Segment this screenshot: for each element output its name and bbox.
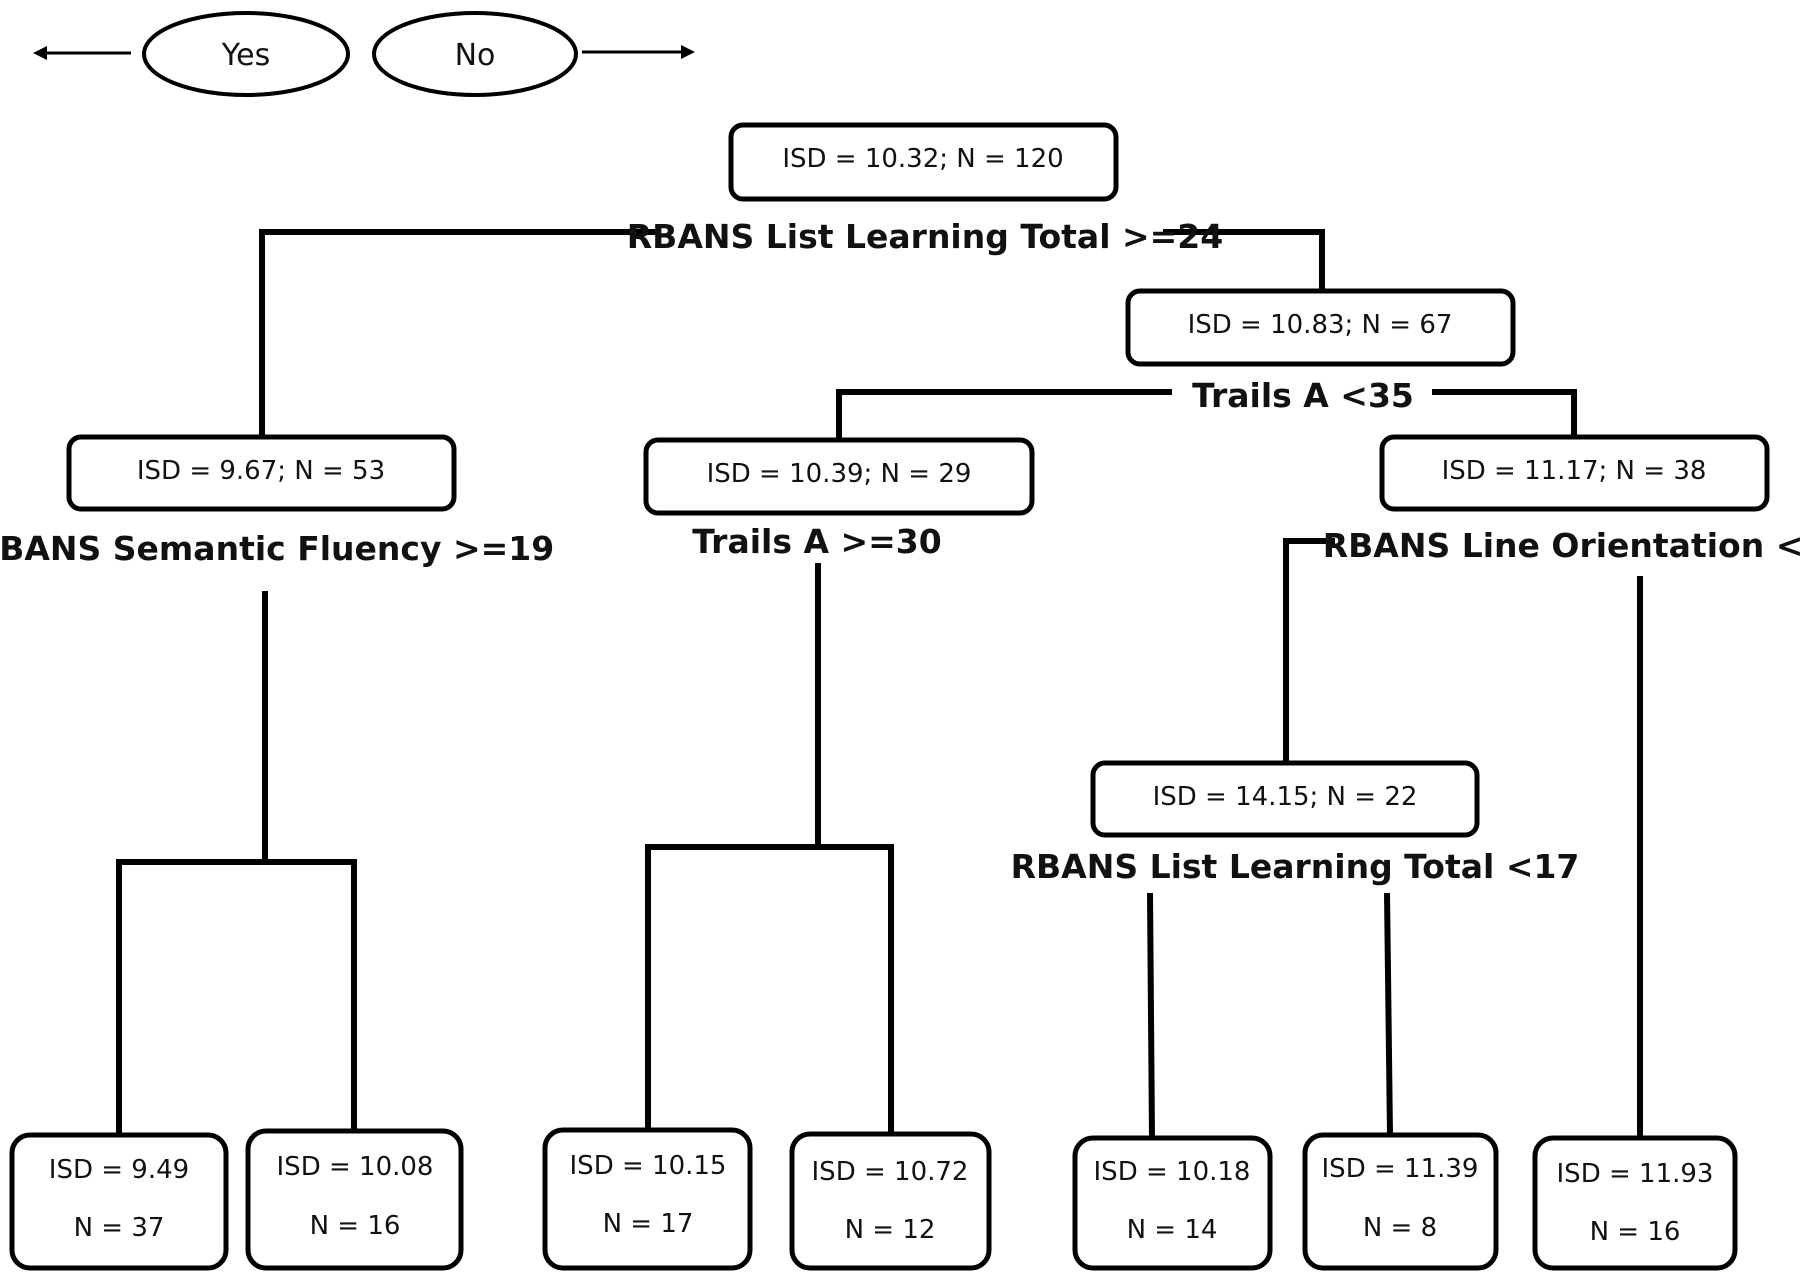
node-right-label: ISD = 10.83; N = 67: [1188, 310, 1453, 340]
leaf-7-n: N = 16: [1590, 1217, 1681, 1247]
split-root-label: RBANS List Learning Total >=24: [627, 217, 1223, 256]
no-legend-label: No: [455, 38, 496, 73]
edge-line-yes: [1147, 892, 1155, 1139]
node-left-box: [66, 434, 457, 512]
leaf-3-box: [542, 1127, 753, 1271]
node-right2-box: [1379, 434, 1770, 512]
leaf-4-n: N = 12: [845, 1215, 936, 1245]
no-arrow-head-icon: [681, 45, 695, 59]
leaf-3-n: N = 17: [603, 1209, 694, 1239]
no-legend-ellipse: [372, 11, 578, 97]
leaf-1: ISD = 9.49 N = 37: [9, 1132, 229, 1271]
split-left-label: RBANS Semantic Fluency >=19: [0, 529, 554, 568]
leaf-4-box: [789, 1131, 992, 1271]
leaf-7: ISD = 11.93 N = 16: [1532, 1135, 1738, 1271]
yes-arrow-head-icon: [33, 46, 47, 60]
leaf-5: ISD = 10.18 N = 14: [1072, 1135, 1273, 1271]
edge-left-split: [116, 591, 268, 1135]
node-root-box: [728, 122, 1119, 202]
leaf-4-isd: ISD = 10.72: [812, 1157, 969, 1187]
leaf-2-box: [245, 1128, 464, 1271]
leaf-1-n: N = 37: [74, 1213, 165, 1243]
leaf-6-box: [1302, 1132, 1499, 1271]
tree-edges: [116, 229, 1643, 1139]
node-left-label: ISD = 9.67; N = 53: [137, 456, 385, 486]
node-mid-label: ISD = 10.39; N = 29: [707, 459, 972, 489]
split-right2-label: RBANS Line Orientation <17: [1323, 526, 1800, 565]
leaf-1-isd: ISD = 9.49: [49, 1155, 189, 1185]
yes-legend-label: Yes: [221, 38, 270, 73]
leaf-5-isd: ISD = 10.18: [1094, 1157, 1251, 1187]
split-line-label: RBANS List Learning Total <17: [1011, 847, 1580, 886]
edge-mid-split: [645, 563, 821, 1130]
edge-root-no: [1163, 229, 1325, 290]
leaf-2-isd: ISD = 10.08: [277, 1152, 434, 1182]
leaf-6-isd: ISD = 11.39: [1322, 1154, 1479, 1184]
edge-left-split-no: [265, 859, 357, 1131]
edge-line-no: [1384, 892, 1393, 1136]
node-right: ISD = 10.83; N = 67: [1125, 288, 1516, 367]
node-mid: ISD = 10.39; N = 29: [643, 437, 1035, 516]
node-line-label: ISD = 14.15; N = 22: [1153, 782, 1418, 812]
legend: Yes No: [33, 11, 695, 97]
node-root: ISD = 10.32; N = 120: [728, 122, 1119, 202]
split-mid-label: Trails A >=30: [692, 522, 941, 561]
node-line-box: [1090, 760, 1480, 838]
leaf-1-box: [9, 1132, 229, 1271]
leaf-5-n: N = 14: [1127, 1215, 1218, 1245]
leaf-3-isd: ISD = 10.15: [570, 1151, 727, 1181]
edge-mid-split-no: [818, 844, 894, 1134]
edge-right-no: [1432, 389, 1577, 437]
node-right2-label: ISD = 11.17; N = 38: [1442, 456, 1707, 486]
node-right-box: [1125, 288, 1516, 367]
yes-legend-ellipse: [142, 11, 350, 97]
leaf-5-box: [1072, 1135, 1273, 1271]
edge-right2-yes: [1283, 538, 1335, 763]
split-right-label: Trails A <35: [1192, 376, 1414, 415]
edge-root-yes: [259, 229, 658, 437]
leaf-2: ISD = 10.08 N = 16: [245, 1128, 464, 1271]
leaf-6-n: N = 8: [1363, 1213, 1437, 1243]
node-mid-box: [643, 437, 1035, 516]
node-right2: ISD = 11.17; N = 38: [1379, 434, 1770, 512]
edge-right-yes: [836, 389, 1172, 440]
leaf-7-box: [1532, 1135, 1738, 1271]
node-left: ISD = 9.67; N = 53: [66, 434, 457, 512]
leaf-6: ISD = 11.39 N = 8: [1302, 1132, 1499, 1271]
leaf-7-isd: ISD = 11.93: [1557, 1159, 1714, 1189]
leaf-3: ISD = 10.15 N = 17: [542, 1127, 753, 1271]
leaf-2-n: N = 16: [310, 1211, 401, 1241]
leaf-4: ISD = 10.72 N = 12: [789, 1131, 992, 1271]
node-line: ISD = 14.15; N = 22: [1090, 760, 1480, 838]
node-root-label: ISD = 10.32; N = 120: [782, 144, 1063, 174]
